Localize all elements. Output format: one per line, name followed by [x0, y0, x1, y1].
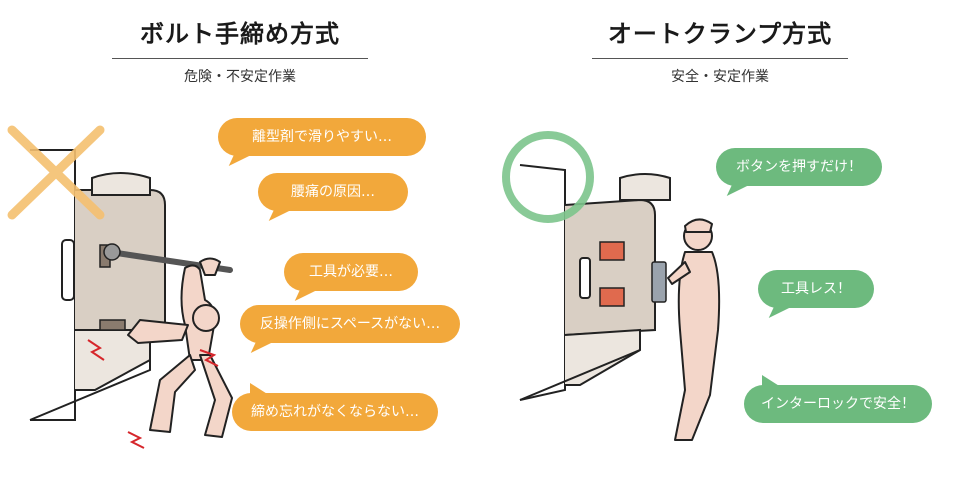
bubble-text: インターロックで安全！	[761, 396, 915, 412]
bubble-text: 腰痛の原因…	[291, 184, 375, 200]
right-title-divider	[592, 58, 848, 59]
speech-bubble: インターロックで安全！	[744, 375, 932, 423]
speech-bubble: 工具が必要…	[284, 253, 418, 301]
speech-bubble: 締め忘れがなくならない…	[232, 383, 438, 431]
bubble-text: 反操作側にスペースがない…	[259, 316, 441, 332]
speech-bubble: 離型剤で滑りやすい…	[218, 118, 426, 166]
bubble-text: 締め忘れがなくならない…	[251, 404, 419, 420]
bubble-text: 工具が必要…	[309, 264, 393, 280]
speech-bubble: ボタンを押すだけ！	[716, 148, 882, 196]
left-title-divider	[112, 58, 368, 59]
speech-bubble: 腰痛の原因…	[258, 173, 408, 221]
bubble-text: 離型剤で滑りやすい…	[252, 129, 392, 145]
auto-clamp-panel: オートクランプ方式 安全・安定作業 ボタンを押すだけ！ 工具レス！	[480, 0, 960, 489]
speech-bubble: 工具レス！	[758, 270, 874, 318]
manual-bolt-panel: ボルト手締め方式 危険・不安定作業	[7, 20, 460, 449]
right-title: オートクランプ方式	[607, 20, 833, 48]
auto-clamp-illustration	[502, 131, 721, 441]
left-title: ボルト手締め方式	[140, 20, 340, 48]
bubble-text: 工具レス！	[781, 281, 851, 297]
bubble-text: ボタンを押すだけ！	[736, 159, 862, 175]
right-subtitle: 安全・安定作業	[671, 69, 769, 85]
manual-clamp-illustration	[7, 125, 233, 449]
left-subtitle: 危険・不安定作業	[184, 69, 296, 85]
speech-bubble: 反操作側にスペースがない…	[240, 305, 460, 353]
